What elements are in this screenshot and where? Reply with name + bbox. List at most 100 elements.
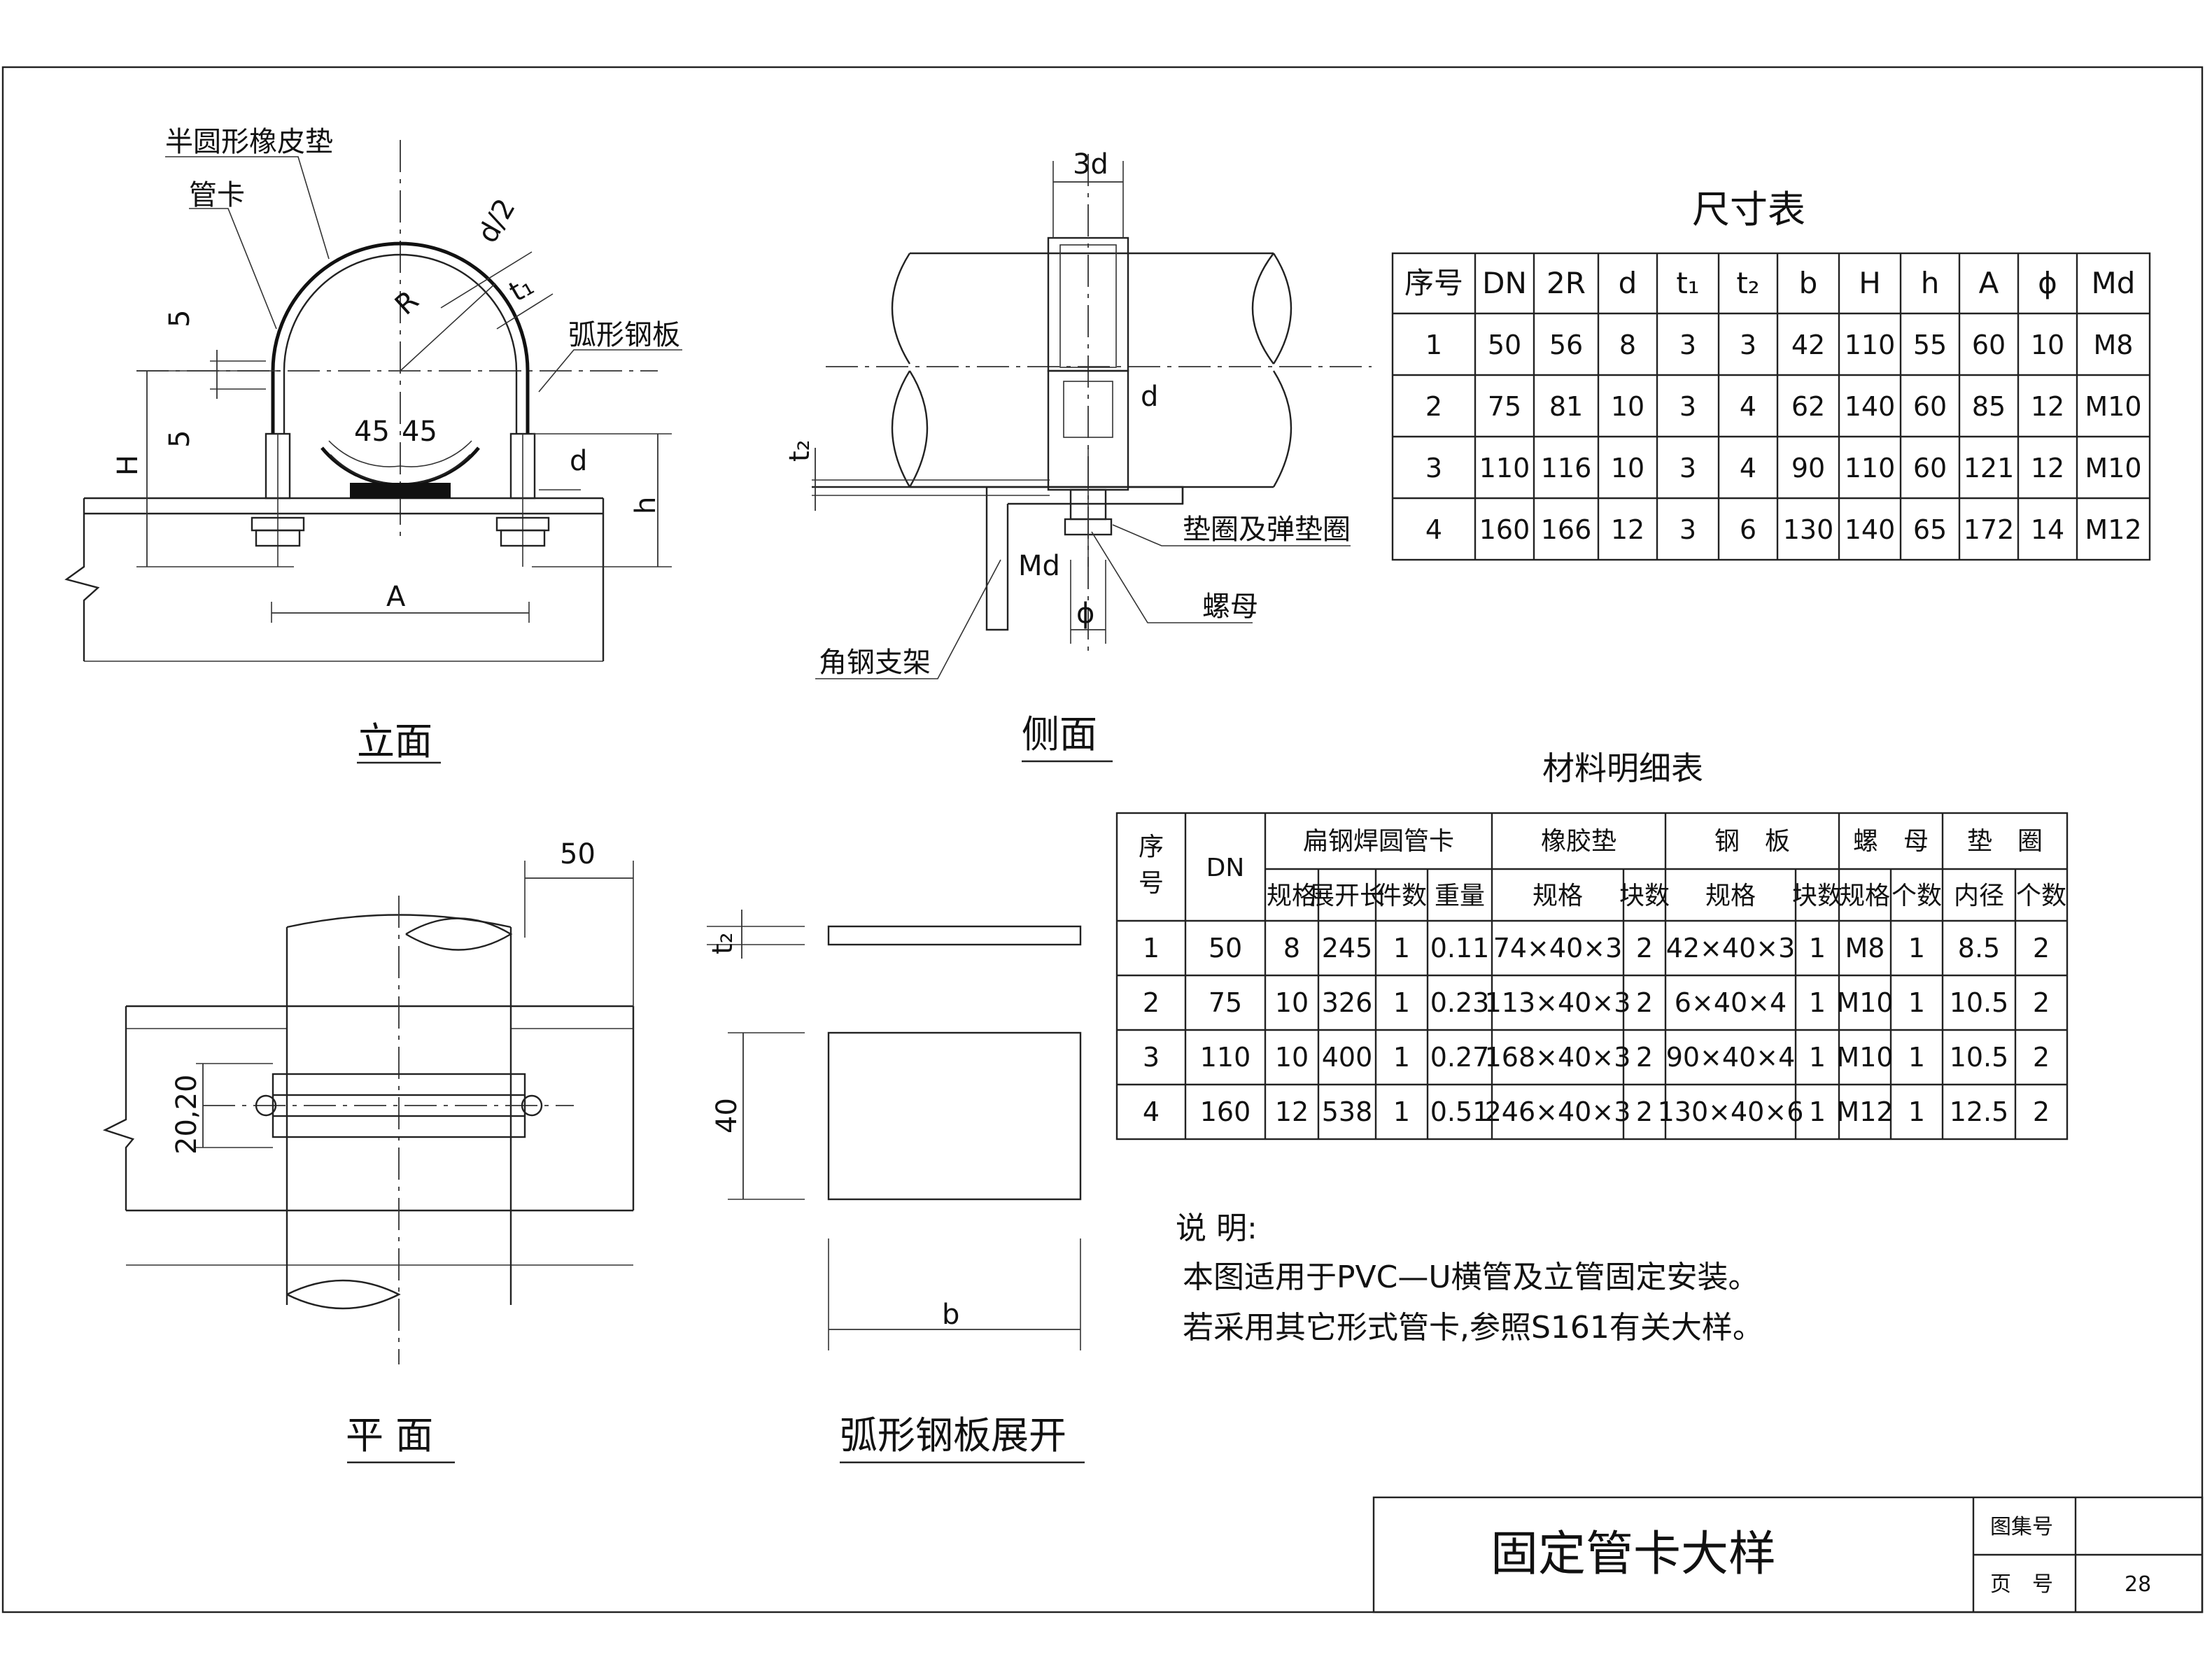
- material-subheader: 规格: [1533, 882, 1583, 910]
- gap-bottom-dim: 5: [164, 430, 196, 448]
- material-table-cell: 1: [1908, 933, 1925, 963]
- size-table-cell: 166: [1541, 514, 1592, 545]
- size-table-cell: 12: [1611, 514, 1644, 545]
- page-value: 28: [2125, 1572, 2151, 1597]
- size-table-cell: 10: [1611, 453, 1644, 483]
- material-table-cell: 2: [2033, 987, 2050, 1018]
- material-table-cell: 2: [1636, 1042, 1653, 1073]
- size-table-cell: 172: [1964, 514, 2015, 545]
- material-table-cell: 2: [2033, 933, 2050, 963]
- size-table-cell: 140: [1845, 391, 1896, 422]
- size-table-cell: 12: [2031, 453, 2064, 483]
- size-table-header: b: [1799, 266, 1818, 300]
- material-subheader: 规格: [1840, 882, 1890, 910]
- size-table-cell: 90: [1791, 453, 1825, 483]
- size-table-cell: 10: [1611, 391, 1644, 422]
- size-table-title: 尺寸表: [1692, 188, 1805, 232]
- material-table-cell: 1: [1809, 1096, 1826, 1127]
- material-table-cell: 538: [1322, 1096, 1373, 1127]
- notes-heading: 说 明:: [1176, 1210, 1258, 1246]
- size-table-header: h: [1921, 266, 1940, 300]
- material-table-cell: 1: [1393, 987, 1410, 1018]
- material-table-cell: 400: [1322, 1042, 1373, 1073]
- size-table-cell: 60: [1972, 330, 2006, 360]
- size-table-cell: 1: [1425, 330, 1442, 360]
- material-table-cell: 75: [1209, 987, 1242, 1018]
- size-table-cell: 60: [1913, 453, 1947, 483]
- notes-line-2: 若采用其它形式管卡,参照S161有关大样。: [1183, 1310, 1763, 1346]
- material-table-cell: 10: [1275, 987, 1309, 1018]
- d-label: d: [570, 445, 587, 477]
- material-table-cell: 3: [1143, 1042, 1160, 1073]
- material-table-cell: 1: [1809, 933, 1826, 963]
- material-header-washer: 垫 圈: [1967, 827, 2043, 856]
- material-table-cell: 1: [1393, 933, 1410, 963]
- material-table-cell: 12.5: [1950, 1096, 2009, 1127]
- material-table-cell: 4: [1143, 1096, 1160, 1127]
- side-d-label: d: [1141, 381, 1158, 413]
- material-header-clamp: 扁钢焊圆管卡: [1303, 827, 1454, 856]
- size-table-cell: 3: [1679, 453, 1696, 483]
- elevation-view: [64, 140, 682, 764]
- h-dim: h: [630, 497, 662, 514]
- H-dim: H: [112, 455, 144, 476]
- size-table-cell: 110: [1845, 330, 1896, 360]
- material-table-cell: 0.11: [1430, 933, 1490, 963]
- size-table-cell: 3: [1425, 453, 1442, 483]
- material-subheader: 块数: [1619, 882, 1670, 910]
- rubber-pad-label: 半圆形橡皮垫: [165, 126, 333, 158]
- material-table-cell: 113×40×3: [1485, 987, 1631, 1018]
- size-table-cell: 42: [1791, 330, 1825, 360]
- side-md-label: Md: [1018, 550, 1060, 582]
- material-table-cell: 1: [1908, 1042, 1925, 1073]
- material-subheader: 内径: [1954, 882, 2004, 910]
- material-table-cell: M12: [1836, 1096, 1893, 1127]
- size-table-cell: 130: [1783, 514, 1834, 545]
- material-table-cell: 2: [2033, 1096, 2050, 1127]
- side-view: [812, 154, 1372, 763]
- plan-50-dim: 50: [560, 838, 596, 870]
- material-table-cell: 1: [1809, 1042, 1826, 1073]
- size-table-header: H: [1859, 266, 1881, 300]
- size-table-cell: M10: [2085, 391, 2141, 422]
- drawing-title: 固定管卡大样: [1491, 1527, 1776, 1582]
- material-table-cell: 8: [1283, 933, 1300, 963]
- material-table-cell: 130×40×6: [1658, 1096, 1804, 1127]
- unfold-view: [707, 910, 1085, 1464]
- elevation-title: 立面: [357, 719, 432, 763]
- size-table-cell: 140: [1845, 514, 1896, 545]
- material-table: 序号DN扁钢焊圆管卡橡胶垫钢 板螺 母垫 圈规格展开长件数重量规格块数规格块数规…: [1115, 812, 2069, 1141]
- size-table-cell: 4: [1425, 514, 1442, 545]
- material-table-cell: 1: [1809, 987, 1826, 1018]
- side-title: 侧面: [1022, 712, 1097, 756]
- size-table-cell: 8: [1619, 330, 1636, 360]
- material-subheader: 个数: [1891, 882, 1942, 910]
- size-table-cell: 60: [1913, 391, 1947, 422]
- material-table-cell: 50: [1209, 933, 1242, 963]
- material-table-cell: 2: [1636, 933, 1653, 963]
- material-table-cell: 0.51: [1430, 1096, 1490, 1127]
- material-table-cell: 10.5: [1950, 987, 2009, 1018]
- drawing-frame: [1, 66, 2204, 1614]
- size-table-header: t₂: [1736, 266, 1759, 300]
- size-table-cell: 2: [1425, 391, 1442, 422]
- arc-plate-label: 弧形钢板: [568, 319, 680, 351]
- size-table-cell: 3: [1740, 330, 1756, 360]
- size-table-cell: 6: [1740, 514, 1756, 545]
- unfold-b-dim: b: [942, 1299, 959, 1331]
- plan-view: [102, 861, 635, 1464]
- size-table-cell: 3: [1679, 391, 1696, 422]
- size-table-cell: 62: [1791, 391, 1825, 422]
- size-table-header: 序号: [1404, 266, 1463, 300]
- size-table-cell: 4: [1740, 391, 1756, 422]
- size-table-header: ϕ: [2038, 266, 2057, 300]
- plan-title: 平 面: [346, 1413, 433, 1457]
- size-table-cell: 85: [1972, 391, 2006, 422]
- material-table-cell: 326: [1322, 987, 1373, 1018]
- angle-right-label: 45: [402, 416, 437, 448]
- size-table-cell: 10: [2031, 330, 2064, 360]
- material-subheader: 个数: [2016, 882, 2066, 910]
- size-table-cell: 65: [1913, 514, 1947, 545]
- material-table-cell: M10: [1836, 1042, 1893, 1073]
